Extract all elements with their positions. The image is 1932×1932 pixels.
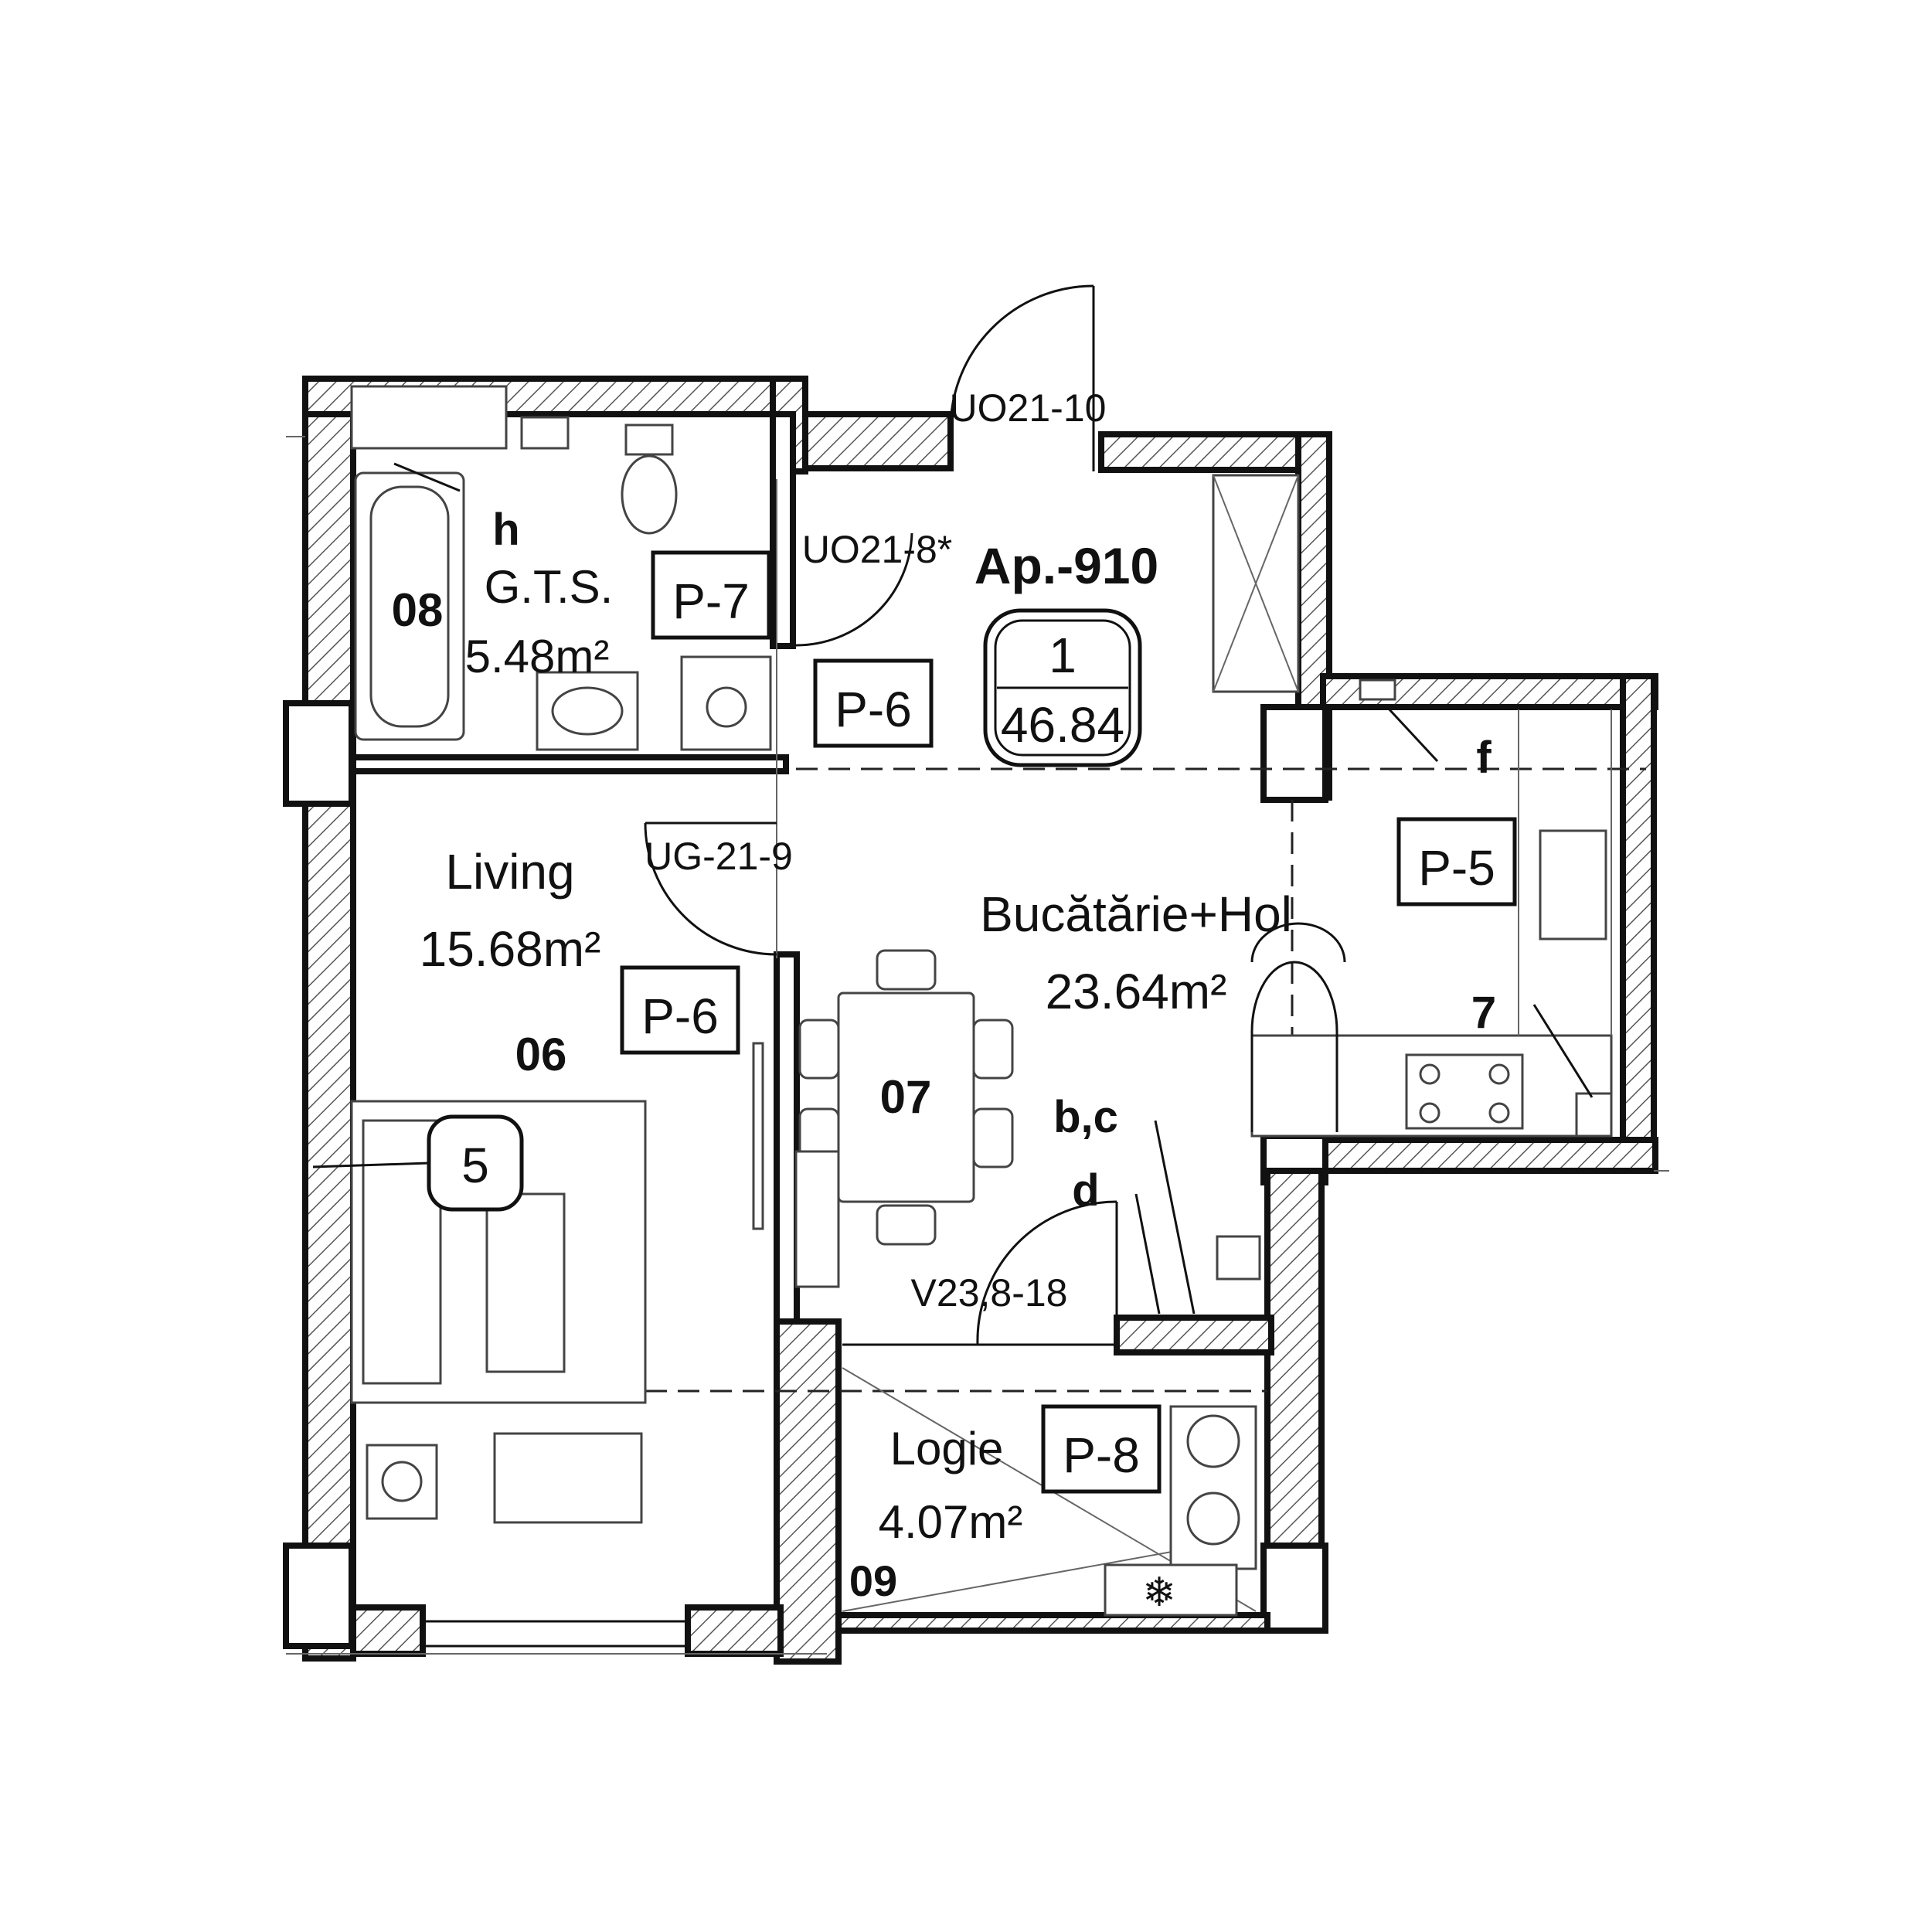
apartment-name: Ap.-910: [975, 537, 1158, 594]
room-name-living: Living: [445, 844, 574, 900]
entrance-door: [949, 284, 1095, 471]
wall-kitchen-logie: [1114, 1315, 1274, 1355]
tag-p8-box: [1041, 1404, 1162, 1494]
shaft-kitchen: [1575, 1092, 1613, 1138]
apartment-badge: Ap.-910 1 46.84: [975, 537, 1158, 767]
room-area-gts: 5.48m²: [465, 631, 610, 682]
walls: [283, 376, 1669, 1665]
svg-text:❄: ❄: [1142, 1570, 1176, 1615]
apartment-rooms-count: 1: [1049, 628, 1077, 683]
room-area-logie: 4.07m²: [879, 1496, 1023, 1548]
apartment-total-area: 46.84: [1001, 697, 1124, 753]
room-id-07: 07: [880, 1071, 932, 1123]
bathroom-fixtures: [350, 385, 913, 751]
tag-p6-hall: P-6: [835, 682, 912, 737]
room-name-gts: G.T.S.: [485, 561, 614, 613]
tag-p7-box: [651, 550, 771, 640]
marker-d: d: [1072, 1165, 1099, 1216]
electric-panel: [1216, 1235, 1261, 1281]
wall-bath-hall: [770, 411, 796, 649]
tag-p7: P-7: [672, 573, 750, 629]
tag-p6-living: P-6: [641, 988, 719, 1044]
tag-p5-box: [1396, 817, 1517, 906]
wall-top-right: [1098, 431, 1321, 473]
column-left-lower: [283, 1543, 355, 1649]
room-name-kitchen-hall: Bucătărie+Hol: [980, 886, 1292, 942]
room-area-living: 15.68m²: [420, 921, 601, 977]
markers: h f 7 b,c d 5: [312, 462, 1594, 1315]
marker-bc: b,c: [1053, 1092, 1118, 1142]
boiler: [350, 385, 508, 450]
door-label-living: UG-21-9: [645, 835, 793, 878]
door-label-entrance: UO21-10: [950, 386, 1107, 430]
room-tags: P-7 P-6 P-6 P-5 P-8: [620, 550, 1517, 1494]
column-left-upper: [283, 700, 355, 807]
dining-table: [837, 992, 975, 1203]
marker-h: h: [492, 505, 519, 555]
wall-bottom-right: [685, 1604, 784, 1657]
door-label-logie: V23,8-18: [911, 1271, 1068, 1315]
tag-p5: P-5: [1418, 840, 1495, 896]
room-id-06: 06: [515, 1029, 567, 1080]
wall-bath-living: [350, 754, 789, 774]
vent-grille: [1359, 679, 1396, 701]
door-label-bath: UO21-8*: [802, 528, 953, 571]
room-area-kitchen-hall: 23.64m²: [1046, 964, 1227, 1019]
room-name-logie: Logie: [890, 1423, 1004, 1475]
room-id-08: 08: [392, 584, 444, 636]
radiator-hall: [794, 1150, 840, 1288]
wall-top-step: [781, 411, 954, 471]
wall-right-lower: [1264, 1168, 1325, 1553]
tv-unit: [752, 1042, 764, 1230]
wall-bottom-left: [350, 1604, 426, 1657]
room-id-09: 09: [849, 1556, 897, 1605]
coffee-table: [485, 1192, 566, 1373]
armchair: [493, 1432, 643, 1524]
column-kitchen-top: [1260, 704, 1328, 803]
wall-kitchen-bottom: [1320, 1137, 1658, 1174]
column-right-lower: [1260, 1543, 1328, 1634]
marker-5: 5: [461, 1138, 489, 1193]
tag-p6-hall-box: [813, 658, 934, 748]
wall-living-kitchen: [774, 951, 800, 1344]
kitchen-sink: [1539, 829, 1607, 940]
logie-fixtures: ❄: [842, 1367, 1257, 1617]
marker-7: 7: [1471, 988, 1496, 1038]
kitchen-hall-fixtures: [794, 474, 1613, 1346]
tag-p6-living-box: [620, 965, 740, 1055]
room-labels: 08 G.T.S. 5.48m² UO21-8* Living 15.68m² …: [392, 386, 1292, 1605]
marker-f: f: [1476, 733, 1492, 783]
wall-logie-left: [774, 1318, 842, 1665]
toilet: [621, 454, 678, 535]
wall-kitchen-right: [1620, 673, 1657, 1174]
wall-logie-bottom: [835, 1612, 1270, 1634]
tag-p8: P-8: [1063, 1427, 1140, 1483]
ac-unit: [1104, 1563, 1238, 1617]
wall-left: [302, 411, 356, 1662]
